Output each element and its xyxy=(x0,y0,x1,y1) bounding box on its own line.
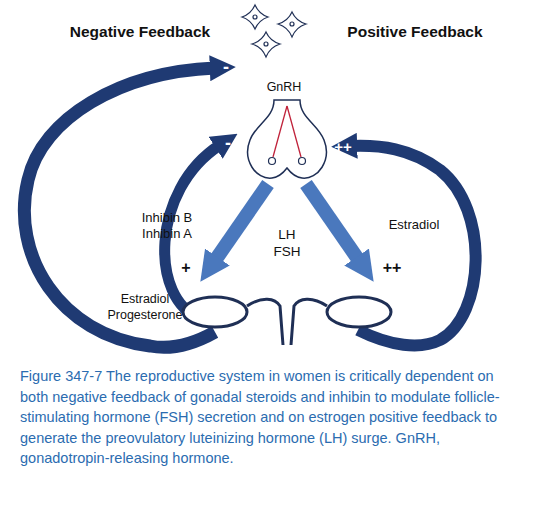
gonadotropin-arrow xyxy=(214,184,268,262)
pituitary-cell xyxy=(299,158,306,165)
pituitary-cell xyxy=(269,158,276,165)
gnrh-path xyxy=(287,106,301,157)
hormone-label: Inhibin B Inhibin A xyxy=(132,210,202,243)
feedback-sign: ++ xyxy=(328,138,358,157)
uterus-outline xyxy=(247,299,283,345)
ovary xyxy=(327,297,391,327)
pituitary-gland xyxy=(248,100,327,178)
neuron-nucleus xyxy=(290,22,294,26)
hormone-label: Estradiol Progesterone xyxy=(101,292,189,323)
neuron-symbol xyxy=(252,32,280,57)
neuron-group xyxy=(242,5,306,57)
uterus-outline xyxy=(291,299,327,345)
section-heading: Positive Feedback xyxy=(330,22,500,41)
stimulation-sign: ++ xyxy=(377,258,407,278)
feedback-sign: - xyxy=(216,56,236,79)
stimulation-sign: + xyxy=(176,258,196,278)
neuron-nucleus xyxy=(264,42,268,46)
hormone-label: LH FSH xyxy=(270,227,304,261)
feedback-sign: - xyxy=(218,132,238,155)
section-heading: Negative Feedback xyxy=(55,22,225,41)
neuron-nucleus xyxy=(253,15,257,19)
gnrh-path xyxy=(273,106,287,157)
figure-caption: Figure 347-7 The reproductive system in … xyxy=(20,366,520,469)
gonadotropin-arrow xyxy=(306,184,360,262)
hormone-label: Estradiol xyxy=(374,217,454,233)
neuron-symbol xyxy=(278,12,306,37)
ovary xyxy=(183,297,247,327)
hormone-label: GnRH xyxy=(254,80,314,96)
neuron-symbol xyxy=(242,5,268,29)
